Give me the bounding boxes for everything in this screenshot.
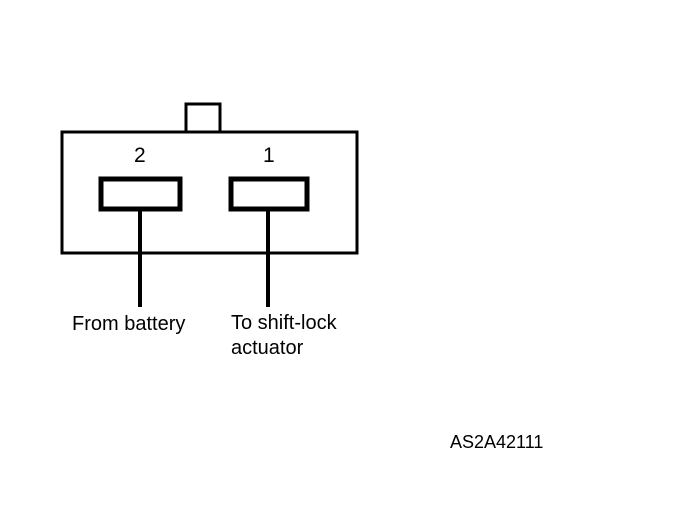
to-shift-lock-label: To shift-lock: [231, 312, 337, 334]
terminal-2: [98, 176, 183, 212]
from-battery-label: From battery: [72, 313, 186, 335]
pin-number-1: 1: [263, 144, 275, 167]
pin-number-2: 2: [134, 144, 146, 167]
actuator-label: actuator: [231, 337, 304, 359]
terminal-1: [228, 176, 310, 212]
figure-code: AS2A42111: [450, 432, 544, 452]
